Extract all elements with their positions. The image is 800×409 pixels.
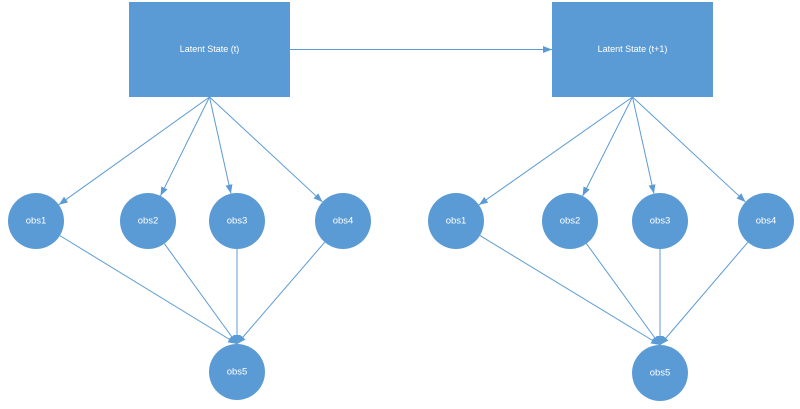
latent-state-t1-label: Latent State (t+1): [598, 44, 668, 54]
edge-state-t-to-obs3-t: [209, 96, 233, 194]
latent-state-t1-node: Latent State (t+1): [552, 2, 713, 97]
obs1-t1-label: obs1: [446, 216, 467, 227]
obs3-t-node: obs3: [209, 193, 265, 249]
obs1-t1-node: obs1: [428, 193, 484, 249]
edge-obs1-t1-to-obs5-t1: [479, 235, 661, 346]
obs4-t-node: obs4: [315, 193, 371, 249]
obs5-t1-node: obs5: [632, 345, 688, 401]
edge-obs2-t1-to-obs5-t1: [586, 243, 661, 346]
obs3-t1-label: obs3: [650, 216, 671, 227]
obs1-t-node: obs1: [8, 193, 64, 249]
latent-state-t-node: Latent State (t): [129, 2, 290, 97]
edge-obs4-t1-to-obs5-t1: [659, 241, 749, 346]
obs4-t1-node: obs4: [738, 193, 794, 249]
edge-state-t-to-obs2-t: [159, 96, 210, 197]
obs4-t1-label: obs4: [756, 216, 777, 227]
obs3-t-label: obs3: [227, 216, 248, 227]
obs1-t-label: obs1: [26, 216, 47, 227]
edge-state-t1-to-obs1-t1: [478, 96, 633, 206]
timestep-t: Latent State (t) obs1 obs2 obs3 obs4 obs…: [8, 2, 371, 400]
obs2-t-label: obs2: [138, 216, 159, 227]
obs3-t1-node: obs3: [632, 193, 688, 249]
edge-state-t1-to-obs2-t1: [582, 96, 633, 197]
edges: [58, 46, 749, 346]
obs2-t1-node: obs2: [542, 193, 598, 249]
latent-state-t-label: Latent State (t): [180, 44, 240, 54]
edge-obs1-t-to-obs5-t: [59, 235, 238, 345]
obs5-t1-label: obs5: [650, 368, 671, 379]
timestep-t1: Latent State (t+1) obs1 obs2 obs3 obs4 o…: [428, 2, 794, 401]
obs5-t-node: obs5: [209, 344, 265, 400]
obs2-t-node: obs2: [120, 193, 176, 249]
edge-obs2-t-to-obs5-t: [164, 243, 238, 345]
edge-state-t1-to-obs4-t1: [632, 96, 746, 203]
edge-state-t-to-obs4-t: [209, 96, 323, 203]
obs4-t-label: obs4: [333, 216, 354, 227]
obs2-t1-label: obs2: [560, 216, 581, 227]
obs5-t-label: obs5: [227, 367, 248, 378]
edge-state-t-to-obs1-t: [58, 96, 210, 206]
edge-obs4-t-to-obs5-t: [236, 241, 326, 345]
edge-state-t1-to-obs3-t1: [632, 96, 656, 194]
